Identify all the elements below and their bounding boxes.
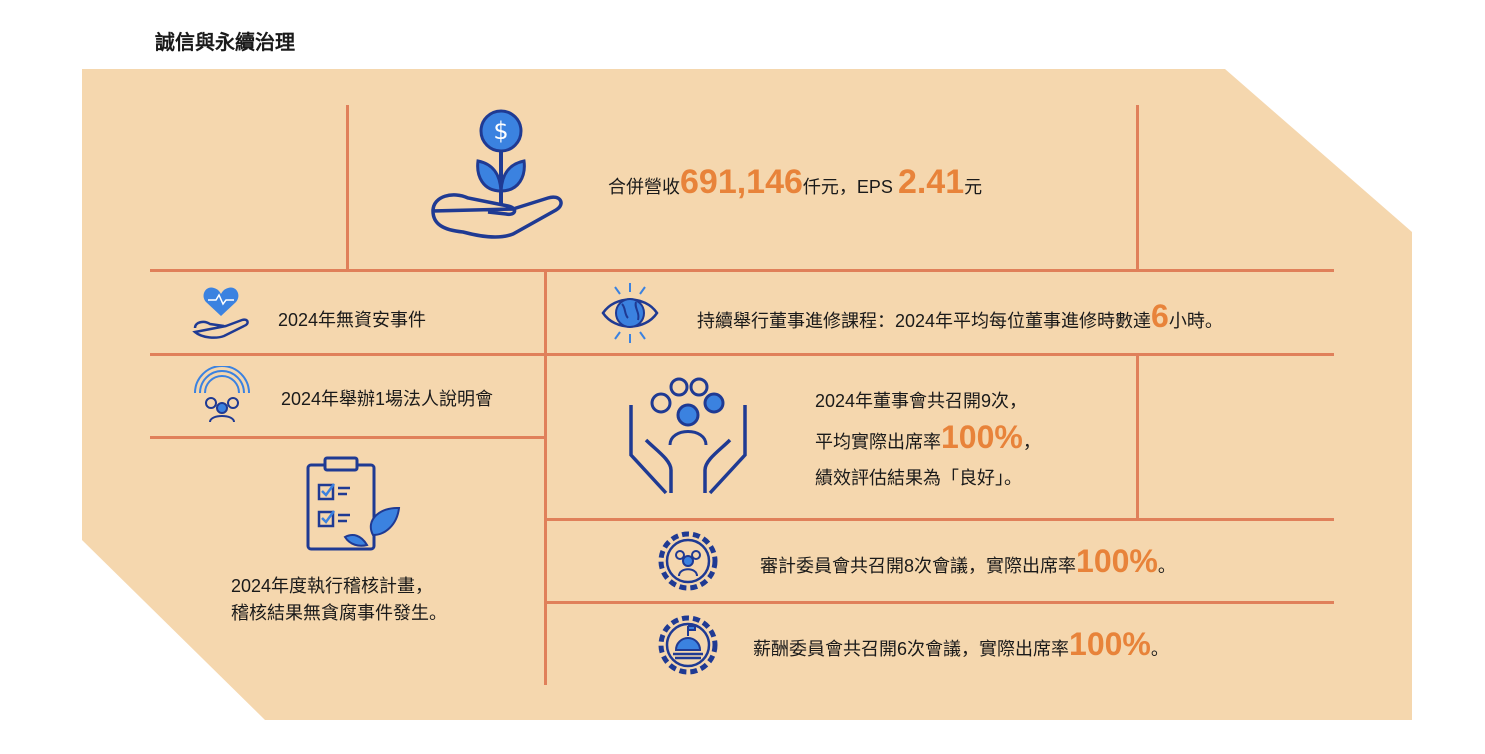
money-plant-hand-icon: $	[431, 109, 563, 239]
clipboard-leaf-icon	[306, 456, 401, 551]
comp-committee-text: 薪酬委員會共召開6次會議，實際出席率100%。	[753, 628, 1169, 665]
divider	[545, 601, 1334, 604]
audit-committee-label: 審計委員會共召開8次會議，實際出席率	[760, 556, 1077, 576]
divider	[545, 518, 1334, 521]
divider	[1136, 105, 1139, 270]
board-line-1: 2024年董事會共召開9次，	[815, 391, 1028, 411]
svg-text:$: $	[493, 117, 508, 145]
infosec-text: 2024年無資安事件	[278, 310, 427, 330]
comp-committee-suffix: 。	[1150, 639, 1169, 659]
training-suffix: 小時。	[1168, 311, 1223, 331]
globe-eye-icon	[601, 283, 659, 343]
eps-value: 2.41	[897, 163, 965, 201]
divider	[150, 436, 545, 439]
governance-panel	[82, 69, 1412, 720]
comp-committee-value: 100%	[1069, 626, 1151, 662]
training-label: 持續舉行董事進修課程：2024年平均每位董事進修時數達	[697, 311, 1152, 331]
audit-line-2: 稽核結果無貪腐事件發生。	[231, 603, 447, 623]
board-line-3: 績效評估結果為「良好」。	[815, 468, 1022, 488]
board-attendance-value: 100%	[941, 419, 1023, 455]
investor-text: 2024年舉辦1場法人說明會	[281, 389, 494, 409]
audit-committee-suffix: 。	[1157, 556, 1176, 576]
divider	[544, 270, 547, 685]
people-rainbow-icon	[194, 366, 250, 423]
divider	[150, 269, 1334, 272]
training-text: 持續舉行董事進修課程：2024年平均每位董事進修時數達6小時。	[697, 300, 1223, 337]
heart-hand-icon	[192, 287, 249, 339]
gear-people-icon	[658, 531, 718, 591]
divider	[150, 353, 1334, 356]
divider	[346, 105, 349, 270]
comp-committee-label: 薪酬委員會共召開6次會議，實際出席率	[753, 639, 1070, 659]
page-title: 誠信與永續治理	[155, 32, 295, 54]
board-hands-icon	[629, 377, 747, 495]
revenue-unit: 仟元，EPS	[802, 177, 898, 197]
audit-text: 2024年度執行稽核計畫， 稽核結果無貪腐事件發生。	[231, 573, 447, 627]
revenue-label: 合併營收	[608, 177, 680, 197]
audit-line-1: 2024年度執行稽核計畫，	[231, 576, 434, 596]
gear-building-icon	[658, 615, 718, 675]
revenue-value: 691,146	[680, 163, 803, 201]
divider	[1136, 354, 1139, 519]
eps-unit: 元	[964, 177, 983, 197]
board-text: 2024年董事會共召開9次， 平均實際出席率100%， 績效評估結果為「良好」。	[815, 383, 1041, 496]
revenue-text: 合併營收691,146仟元，EPS 2.41元	[608, 164, 982, 205]
board-attendance-suffix: ，	[1022, 432, 1041, 452]
training-hours: 6	[1151, 298, 1169, 334]
audit-committee-value: 100%	[1076, 543, 1158, 579]
audit-committee-text: 審計委員會共召開8次會議，實際出席率100%。	[760, 545, 1176, 582]
board-attendance-label: 平均實際出席率	[815, 432, 941, 452]
